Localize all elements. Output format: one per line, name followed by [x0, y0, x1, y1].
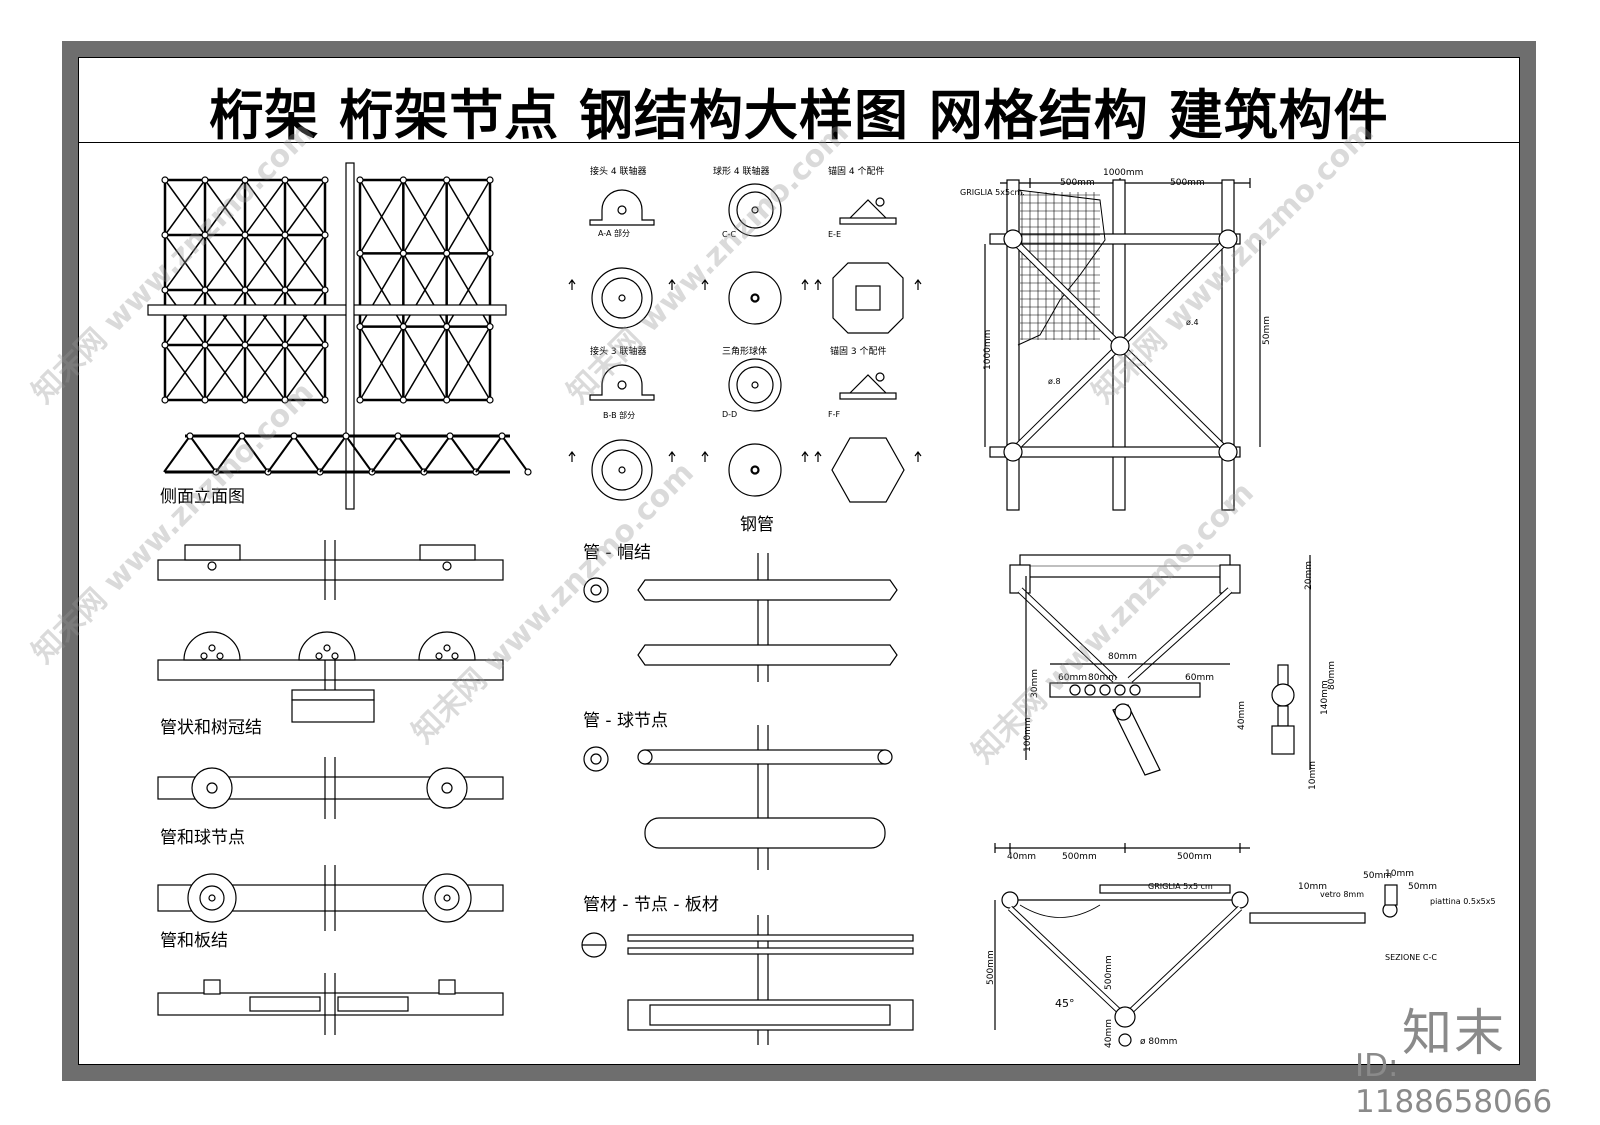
dim-20: 20mm: [1304, 561, 1314, 590]
steel-pipe-details: [581, 553, 914, 1045]
dim-500b: 500mm: [1170, 178, 1205, 188]
dim-40b: 40mm: [1007, 852, 1036, 862]
label-piattina: piattina 0.5x5x5: [1430, 897, 1496, 906]
label-anchor3: 锚固 3 个配件: [830, 347, 887, 357]
page-title: 桁架 桁架节点 钢结构大样图 网格结构 建筑构件: [209, 84, 1389, 147]
label-sezione: SEZIONE C-C: [1385, 953, 1437, 962]
label-dd: D-D: [722, 410, 738, 419]
label-aa: A-A 部分: [598, 229, 631, 238]
dim-50: 50mm: [1363, 871, 1392, 881]
dim-angle45: 45°: [1055, 997, 1075, 1010]
label-side-elevation: 侧面立面图: [160, 487, 245, 507]
label-cc: C-C: [722, 230, 737, 239]
dim-v1000: 1000mm: [983, 329, 993, 370]
node-details: [568, 183, 922, 503]
label-pipe-ball: 管 - 球节点: [583, 711, 668, 731]
dim-phi4: ø.4: [1186, 318, 1199, 327]
dim-60a: 60mm: [1058, 673, 1087, 683]
label-joint3: 接头 3 联轴器: [590, 347, 647, 357]
dim-phi8: ø.8: [1048, 377, 1061, 386]
dim-griglia: GRIGLIA 5x5cm.: [960, 188, 1025, 197]
dim-10b: 10mm: [1385, 869, 1414, 879]
label-pipe-node-plate: 管材 - 节点 - 板材: [583, 895, 719, 915]
label-pipe-cap: 管 - 帽结: [583, 543, 651, 563]
label-ff: F-F: [828, 410, 841, 419]
image-id: ID: 1188658066: [1355, 1048, 1553, 1120]
dim-80a: 80mm: [1088, 673, 1117, 683]
grid-structure-detail: [984, 178, 1261, 511]
dim-50b: 50mm: [1408, 882, 1437, 892]
brand-logo: 知末: [1402, 1004, 1506, 1062]
label-anchor4: 锚固 4 个配件: [828, 167, 885, 177]
dim-80: 80mm: [1108, 652, 1137, 662]
dim-500a: 500mm: [1060, 178, 1095, 188]
dim-140: 140mm: [1320, 680, 1330, 715]
dim-1000: 1000mm: [1103, 168, 1144, 178]
tube-joints-left: [157, 540, 504, 1035]
label-bb: B-B 部分: [603, 411, 636, 420]
label-tube-crown: 管状和树冠结: [160, 718, 262, 738]
dim-10c: 10mm: [1298, 882, 1327, 892]
triangular-truss-section: [1009, 554, 1311, 776]
dim-phi80: ø 80mm: [1140, 1037, 1178, 1047]
dim-v50: 50mm: [1262, 316, 1272, 345]
label-tri-ball: 三角形球体: [722, 347, 768, 357]
label-vetro: vetro 8mm: [1320, 890, 1365, 899]
dim-40v: 40mm: [1104, 1019, 1114, 1048]
dim-v500b: 500mm: [1104, 955, 1114, 990]
label-steel-pipe: 钢管: [740, 515, 774, 535]
dim-v500: 500mm: [986, 950, 996, 985]
label-tube-ball: 管和球节点: [160, 828, 245, 848]
triangle-glass-section: [994, 843, 1398, 1047]
side-elevation-truss: [163, 432, 532, 476]
label-griglia2: GRIGLIA 5x5 cm: [1148, 882, 1213, 891]
title-bar: 桁架 桁架节点 钢结构大样图 网格结构 建筑构件: [78, 57, 1520, 147]
label-ball4: 球形 4 联轴器: [713, 167, 770, 177]
dim-60b: 60mm: [1185, 673, 1214, 683]
space-truss-plan: [161, 176, 494, 404]
label-tube-plate: 管和板结: [160, 931, 228, 951]
dim-500d: 500mm: [1177, 852, 1212, 862]
dim-40: 40mm: [1237, 701, 1247, 730]
dim-500c: 500mm: [1062, 852, 1097, 862]
dim-10: 10mm: [1308, 761, 1318, 790]
label-joint4: 接头 4 联轴器: [590, 167, 647, 177]
label-ee: E-E: [828, 230, 841, 239]
